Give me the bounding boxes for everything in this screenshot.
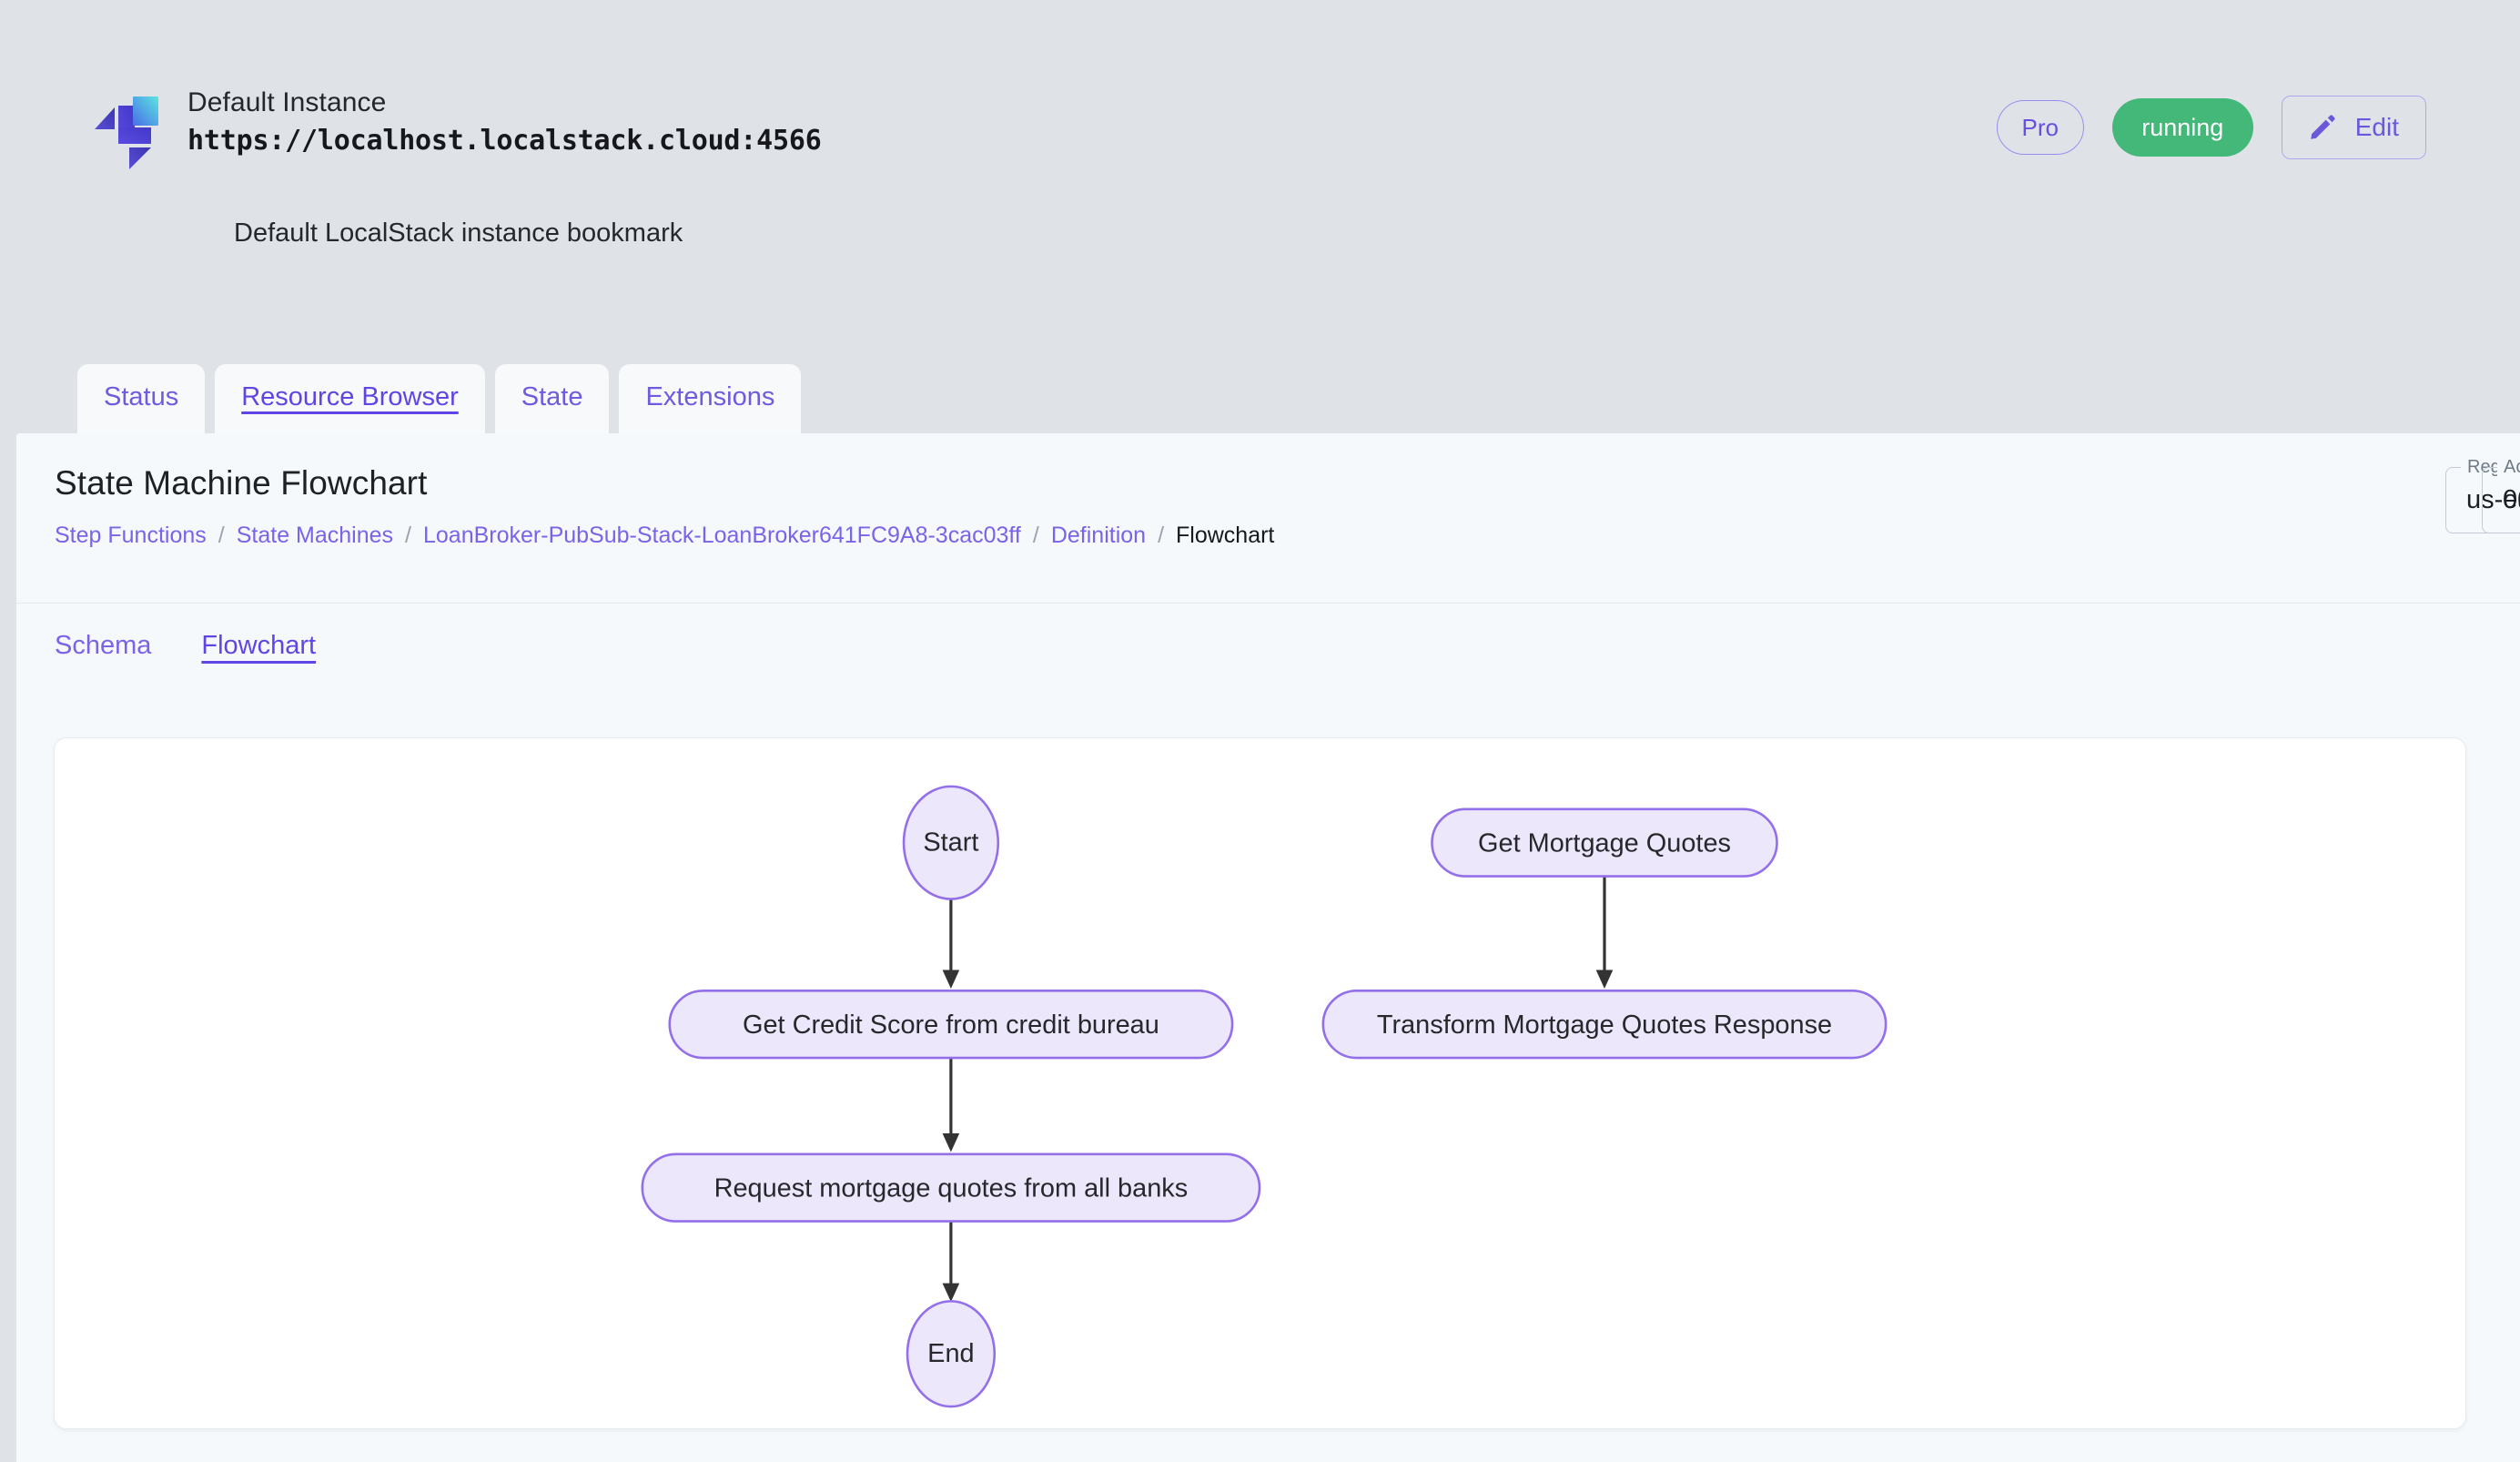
pro-badge[interactable]: Pro — [1996, 100, 2084, 155]
sub-tab-bar: Schema Flowchart — [16, 604, 2520, 688]
tab-status[interactable]: Status — [77, 364, 206, 433]
edit-button[interactable]: Edit — [2281, 96, 2426, 159]
flow-node-label: Transform Mortgage Quotes Response — [1377, 1010, 1832, 1040]
localstack-logo-icon — [86, 89, 166, 169]
flow-node-end[interactable]: End — [906, 1300, 997, 1408]
flow-node-label: Get Mortgage Quotes — [1478, 829, 1731, 858]
state-machine-flowchart[interactable]: Start Get Credit Score from credit burea… — [55, 738, 2465, 1428]
instance-summary: Default Instance https://localhost.local… — [86, 84, 822, 169]
flow-node-label: End — [927, 1339, 974, 1368]
breadcrumb-item-state-machine-name[interactable]: LoanBroker-PubSub-Stack-LoanBroker641FC9… — [423, 523, 1021, 548]
breadcrumb-item-state-machines[interactable]: State Machines — [236, 523, 394, 548]
flow-node-label: Request mortgage quotes from all banks — [714, 1174, 1189, 1203]
pencil-icon — [2307, 112, 2338, 143]
breadcrumb-item-step-functions[interactable]: Step Functions — [55, 523, 207, 548]
flow-node-label: Start — [923, 828, 978, 858]
main-tab-bar: Status Resource Browser State Extensions — [77, 364, 802, 433]
header-actions: Pro running Edit — [1996, 96, 2426, 159]
page-header: State Machine Flowchart Step Functions /… — [16, 433, 2520, 604]
flow-node-label: Get Credit Score from credit bureau — [743, 1010, 1159, 1040]
breadcrumb-separator: / — [1158, 523, 1165, 548]
account-id-value: 000000000000 — [2503, 485, 2520, 514]
breadcrumb-item-flowchart: Flowchart — [1176, 523, 1275, 548]
instance-endpoint: https://localhost.localstack.cloud:4566 — [187, 125, 822, 157]
account-id-label: Account ID — [2497, 458, 2520, 476]
flow-edges — [942, 876, 1614, 1303]
sub-tab-schema[interactable]: Schema — [55, 631, 152, 660]
instance-header: Default Instance https://localhost.local… — [0, 0, 2520, 433]
flow-node-start[interactable]: Start — [902, 785, 1000, 900]
breadcrumb-separator: / — [1032, 523, 1039, 548]
instance-name: Default Instance — [187, 87, 387, 117]
tab-resource-browser[interactable]: Resource Browser — [215, 364, 485, 433]
instance-description: Default LocalStack instance bookmark — [234, 218, 683, 248]
edit-button-label: Edit — [2354, 113, 2399, 141]
region-value: us-east-1 — [2466, 485, 2520, 514]
flow-node-get-mortgage-quotes[interactable]: Get Mortgage Quotes — [1431, 807, 1778, 878]
flow-node-request-mortgage-quotes[interactable]: Request mortgage quotes from all banks — [641, 1152, 1261, 1223]
flow-node-get-credit-score[interactable]: Get Credit Score from credit bureau — [668, 989, 1234, 1060]
breadcrumb-separator: / — [405, 523, 411, 548]
flowchart-card: Start Get Credit Score from credit burea… — [54, 737, 2466, 1429]
breadcrumb-item-definition[interactable]: Definition — [1050, 523, 1147, 548]
status-badge[interactable]: running — [2111, 98, 2253, 157]
breadcrumb-separator: / — [218, 523, 225, 548]
tab-extensions[interactable]: Extensions — [619, 364, 802, 433]
filter-fields: Region us-east-1 Account ID 000000000000 — [2445, 458, 2520, 533]
flow-node-transform-mortgage-quotes-response[interactable]: Transform Mortgage Quotes Response — [1321, 989, 1887, 1060]
page-title: State Machine Flowchart — [55, 464, 428, 502]
tab-state[interactable]: State — [494, 364, 610, 433]
sub-tab-flowchart[interactable]: Flowchart — [201, 631, 317, 660]
breadcrumb: Step Functions / State Machines / LoanBr… — [55, 524, 1274, 547]
